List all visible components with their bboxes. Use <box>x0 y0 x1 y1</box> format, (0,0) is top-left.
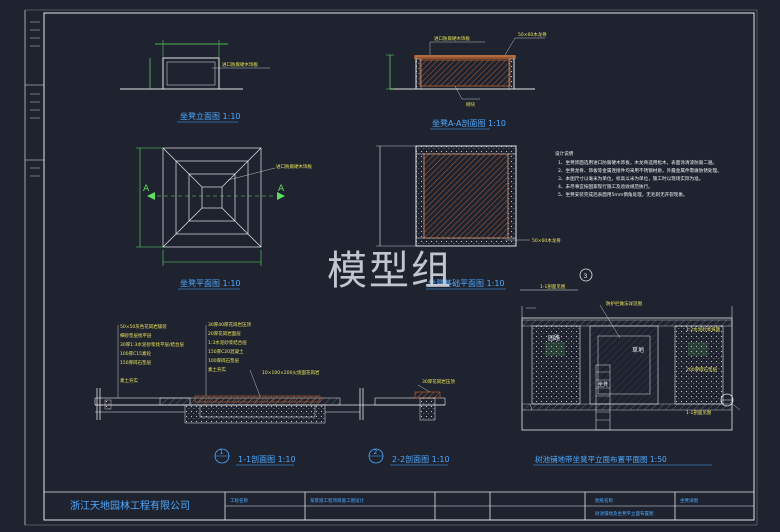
sheet-frame <box>24 9 758 526</box>
title-cell-drawing-label: 图纸名称 <box>595 497 613 504</box>
note-4: 4、未尽事宜按国家现行施工及验收规范执行。 <box>558 183 653 190</box>
side-ticks <box>30 21 40 177</box>
title-block <box>44 491 754 520</box>
plan-label: 进口防腐硬木饰板 <box>276 163 312 170</box>
tree-pool-title: 树池铺地带坐凳平立面布置平面图 1:50 <box>535 454 667 464</box>
section-11-left-labels: 50×50灰色花岗岩铺装 细砂垫层找平层 30厚1:3水泥砂浆找平层/结合层 1… <box>120 323 184 384</box>
plan-dimensions <box>136 147 276 266</box>
title-cell-drawing-full: 树池铺地及坐凳平立面布置图 <box>595 510 654 517</box>
company-name: 浙江天地园林工程有限公司 <box>70 499 190 512</box>
s22-label: 30厚花岗岩压顶 <box>422 378 455 385</box>
s11-left-label-2: 细砂垫层找平层 <box>120 332 152 339</box>
section-22-title: 2-2剖面图 1:10 <box>392 454 450 464</box>
section-aa-title: 坐凳A-A剖面图 1:10 <box>432 118 506 128</box>
base-plan-label: 50×60木龙骨 <box>532 237 561 244</box>
s11-right-label-6: 素土夯实 <box>208 366 226 373</box>
s11-left-label-1: 50×50灰色花岗岩铺装 <box>120 323 167 330</box>
section-11-drawing <box>94 325 446 424</box>
s11-mid-label: 10×100×200火烧面花岗岩 <box>262 369 320 376</box>
plan-leader <box>227 167 276 181</box>
section-11-right-labels: 30厚40厚花岗岩压顶 20厚花岗岩面层 1:3水泥砂浆结合层 150厚C20混… <box>208 321 251 373</box>
s11-right-label-4: 150厚C20混凝土 <box>208 348 244 355</box>
s22-circle-number: 2 <box>374 449 378 456</box>
note-1: 1、坐凳饰面选用进口防腐硬木饰板，木龙骨选用松木，表面涂清漆防腐二遍。 <box>558 159 717 166</box>
tree-pool-center-text: 坐凳 <box>598 381 608 388</box>
plan-marker-right: A <box>278 184 285 194</box>
section-markers-a <box>147 192 285 200</box>
section-aa <box>386 37 545 100</box>
s11-left-label-4: 100厚C15素砼 <box>120 350 151 357</box>
section-aa-label-top: 进口防腐硬木饰板 <box>434 35 470 42</box>
section-11-title: 1-1剖面图 1:10 <box>238 454 296 464</box>
plan-title: 坐凳平面图 1:10 <box>180 278 241 288</box>
s11-right-label-5: 100厚碎石垫层 <box>208 357 240 364</box>
base-plan-title: 坐凳基础平面图 1:10 <box>428 278 505 288</box>
section-aa-label-right: 50×60木龙骨 <box>518 31 547 38</box>
section-11-caption <box>214 448 230 464</box>
s11-left-label-6: 素土夯实 <box>120 377 138 384</box>
tree-pool-top-label: 1-1剖面见图 <box>540 283 566 290</box>
s11-right-label-1: 30厚40厚花岗岩压顶 <box>208 321 251 328</box>
title-cell-project: 某景观工程项目施工图设计 <box>310 497 364 504</box>
s11-right-label-2: 20厚花岗岩面层 <box>208 330 241 337</box>
tree-pool-right-text: 草地 <box>632 346 644 354</box>
s11-left-label-5: 150厚碎石垫层 <box>120 359 152 366</box>
tree-pool-plan <box>520 289 741 431</box>
elevation-title: 坐凳立面图 1:10 <box>180 111 241 121</box>
watermark-text: 模型组 <box>327 248 453 294</box>
tree-pool-label-2: 1:2水泥砂浆抹面 <box>686 326 721 333</box>
section-aa-label-bottom: 砌块 <box>466 101 475 108</box>
tree-pool-left-text: 园路 <box>548 334 560 342</box>
base-plan <box>376 145 530 247</box>
elevation-label: 进口防腐硬木饰板 <box>222 61 258 68</box>
design-notes: 设计说明 1、坐凳饰面选用进口防腐硬木饰板，木龙骨选用松木，表面涂清漆防腐二遍。… <box>555 150 722 198</box>
note-3: 3、本图尺寸以毫米为单位，标高以米为单位，施工时以现场实际为准。 <box>558 175 703 182</box>
section-22-caption <box>368 448 384 464</box>
s11-left-label-3: 30厚1:3水泥砂浆找平层/结合层 <box>120 341 184 348</box>
s11-right-label-3: 1:3水泥砂浆结合层 <box>208 339 247 346</box>
tree-pool-label-4: 1-1剖面见图 <box>686 409 712 416</box>
notes-title: 设计说明 <box>555 150 574 157</box>
s11-circle-number: 1 <box>220 449 224 456</box>
plan-marker-left: A <box>143 184 150 194</box>
title-cell-drawing: 坐凳详图 <box>680 497 698 504</box>
title-cell-project-label: 工程名称 <box>230 497 248 504</box>
bench-elevation <box>120 40 270 90</box>
bench-plan <box>162 147 262 248</box>
note-2: 2、坐凳龙骨、饰板等金属连接件均采用不锈钢材质，外露金属件需做防锈处理。 <box>558 167 722 174</box>
tree-pool-label-1: 防护栏做法详见图 <box>606 300 642 307</box>
note-5: 5、坐凳安装完成后表面用5mm倒角处理，无毛刺无开裂现象。 <box>558 191 688 198</box>
tree-pool-markers <box>579 268 734 407</box>
tree-pool-circle-number: 3 <box>584 273 588 280</box>
tree-pool-label-3: 200厚碎石垫层 <box>686 366 718 373</box>
